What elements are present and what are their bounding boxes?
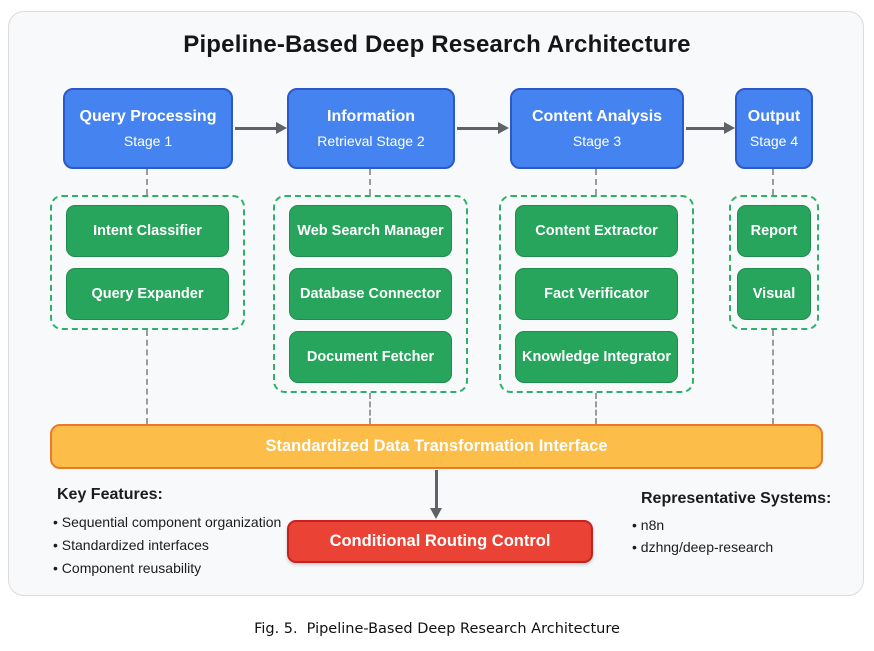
- component-box: Knowledge Integrator: [515, 331, 678, 383]
- stage-subtitle: Retrieval Stage 2: [317, 133, 425, 149]
- stage-box-information-retrieval: Information Retrieval Stage 2: [287, 88, 455, 169]
- stage-subtitle: Stage 4: [749, 133, 799, 149]
- component-group-content-analysis: Content Extractor Fact Verificator Knowl…: [499, 195, 694, 393]
- representative-system-item: n8n: [632, 514, 831, 536]
- stage-title: Information: [327, 108, 415, 125]
- figure-caption: Fig. 5. Pipeline-Based Deep Research Arch…: [0, 621, 874, 637]
- component-group-information-retrieval: Web Search Manager Database Connector Do…: [273, 195, 468, 393]
- key-features-block: Key Features: Sequential component organ…: [53, 486, 281, 580]
- stage-subtitle: Stage 1: [123, 133, 173, 149]
- arrowhead-right-icon: [724, 122, 735, 134]
- connector-stage3-to-group3: [595, 169, 597, 195]
- component-group-output: Report Visual: [729, 195, 819, 330]
- stage-box-output: Output Stage 4: [735, 88, 813, 169]
- component-box: Content Extractor: [515, 205, 678, 257]
- arrow-stage3-to-stage4: [686, 122, 735, 134]
- component-box: Document Fetcher: [289, 331, 452, 383]
- representative-system-item: dzhng/deep-research: [632, 536, 831, 558]
- arrow-interface-to-routing: [430, 470, 442, 519]
- connector-group1-to-interface: [146, 330, 148, 424]
- arrow-stage1-to-stage2: [235, 122, 287, 134]
- arrow-stage2-to-stage3: [457, 122, 509, 134]
- component-box: Intent Classifier: [66, 205, 229, 257]
- interface-bar: Standardized Data Transformation Interfa…: [50, 424, 823, 469]
- stage-subtitle: Stage 3: [572, 133, 622, 149]
- key-feature-item: Standardized interfaces: [53, 534, 281, 557]
- component-group-query-processing: Intent Classifier Query Expander: [50, 195, 245, 330]
- connector-stage2-to-group2: [369, 169, 371, 195]
- arrowhead-down-icon: [430, 508, 442, 519]
- arrowhead-right-icon: [498, 122, 509, 134]
- arrowhead-right-icon: [276, 122, 287, 134]
- connector-group3-to-interface: [595, 393, 597, 424]
- component-box: Query Expander: [66, 268, 229, 320]
- connector-group2-to-interface: [369, 393, 371, 424]
- component-box: Report: [737, 205, 811, 257]
- representative-systems-block: Representative Systems: n8n dzhng/deep-r…: [632, 490, 832, 558]
- stage-title: Content Analysis: [531, 108, 663, 125]
- key-features-heading: Key Features:: [57, 486, 163, 503]
- component-box: Fact Verificator: [515, 268, 678, 320]
- component-box: Visual: [737, 268, 811, 320]
- stage-title: Query Processing: [79, 108, 217, 125]
- caption-label: Fig. 5.: [254, 621, 298, 637]
- stage-box-content-analysis: Content Analysis Stage 3: [510, 88, 684, 169]
- stage-title: Output: [747, 108, 801, 125]
- diagram-title: Pipeline-Based Deep Research Architectur…: [183, 31, 691, 58]
- caption-text: Pipeline-Based Deep Research Architectur…: [306, 621, 620, 637]
- routing-control-box: Conditional Routing Control: [287, 520, 593, 563]
- connector-stage1-to-group1: [146, 169, 148, 195]
- stage-box-query-processing: Query Processing Stage 1: [63, 88, 233, 169]
- connector-stage4-to-group4: [772, 169, 774, 195]
- representative-systems-heading: Representative Systems:: [641, 490, 832, 507]
- component-box: Database Connector: [289, 268, 452, 320]
- connector-group4-to-interface: [772, 330, 774, 424]
- key-feature-item: Component reusability: [53, 557, 281, 580]
- key-feature-item: Sequential component organization: [53, 511, 282, 534]
- component-box: Web Search Manager: [289, 205, 452, 257]
